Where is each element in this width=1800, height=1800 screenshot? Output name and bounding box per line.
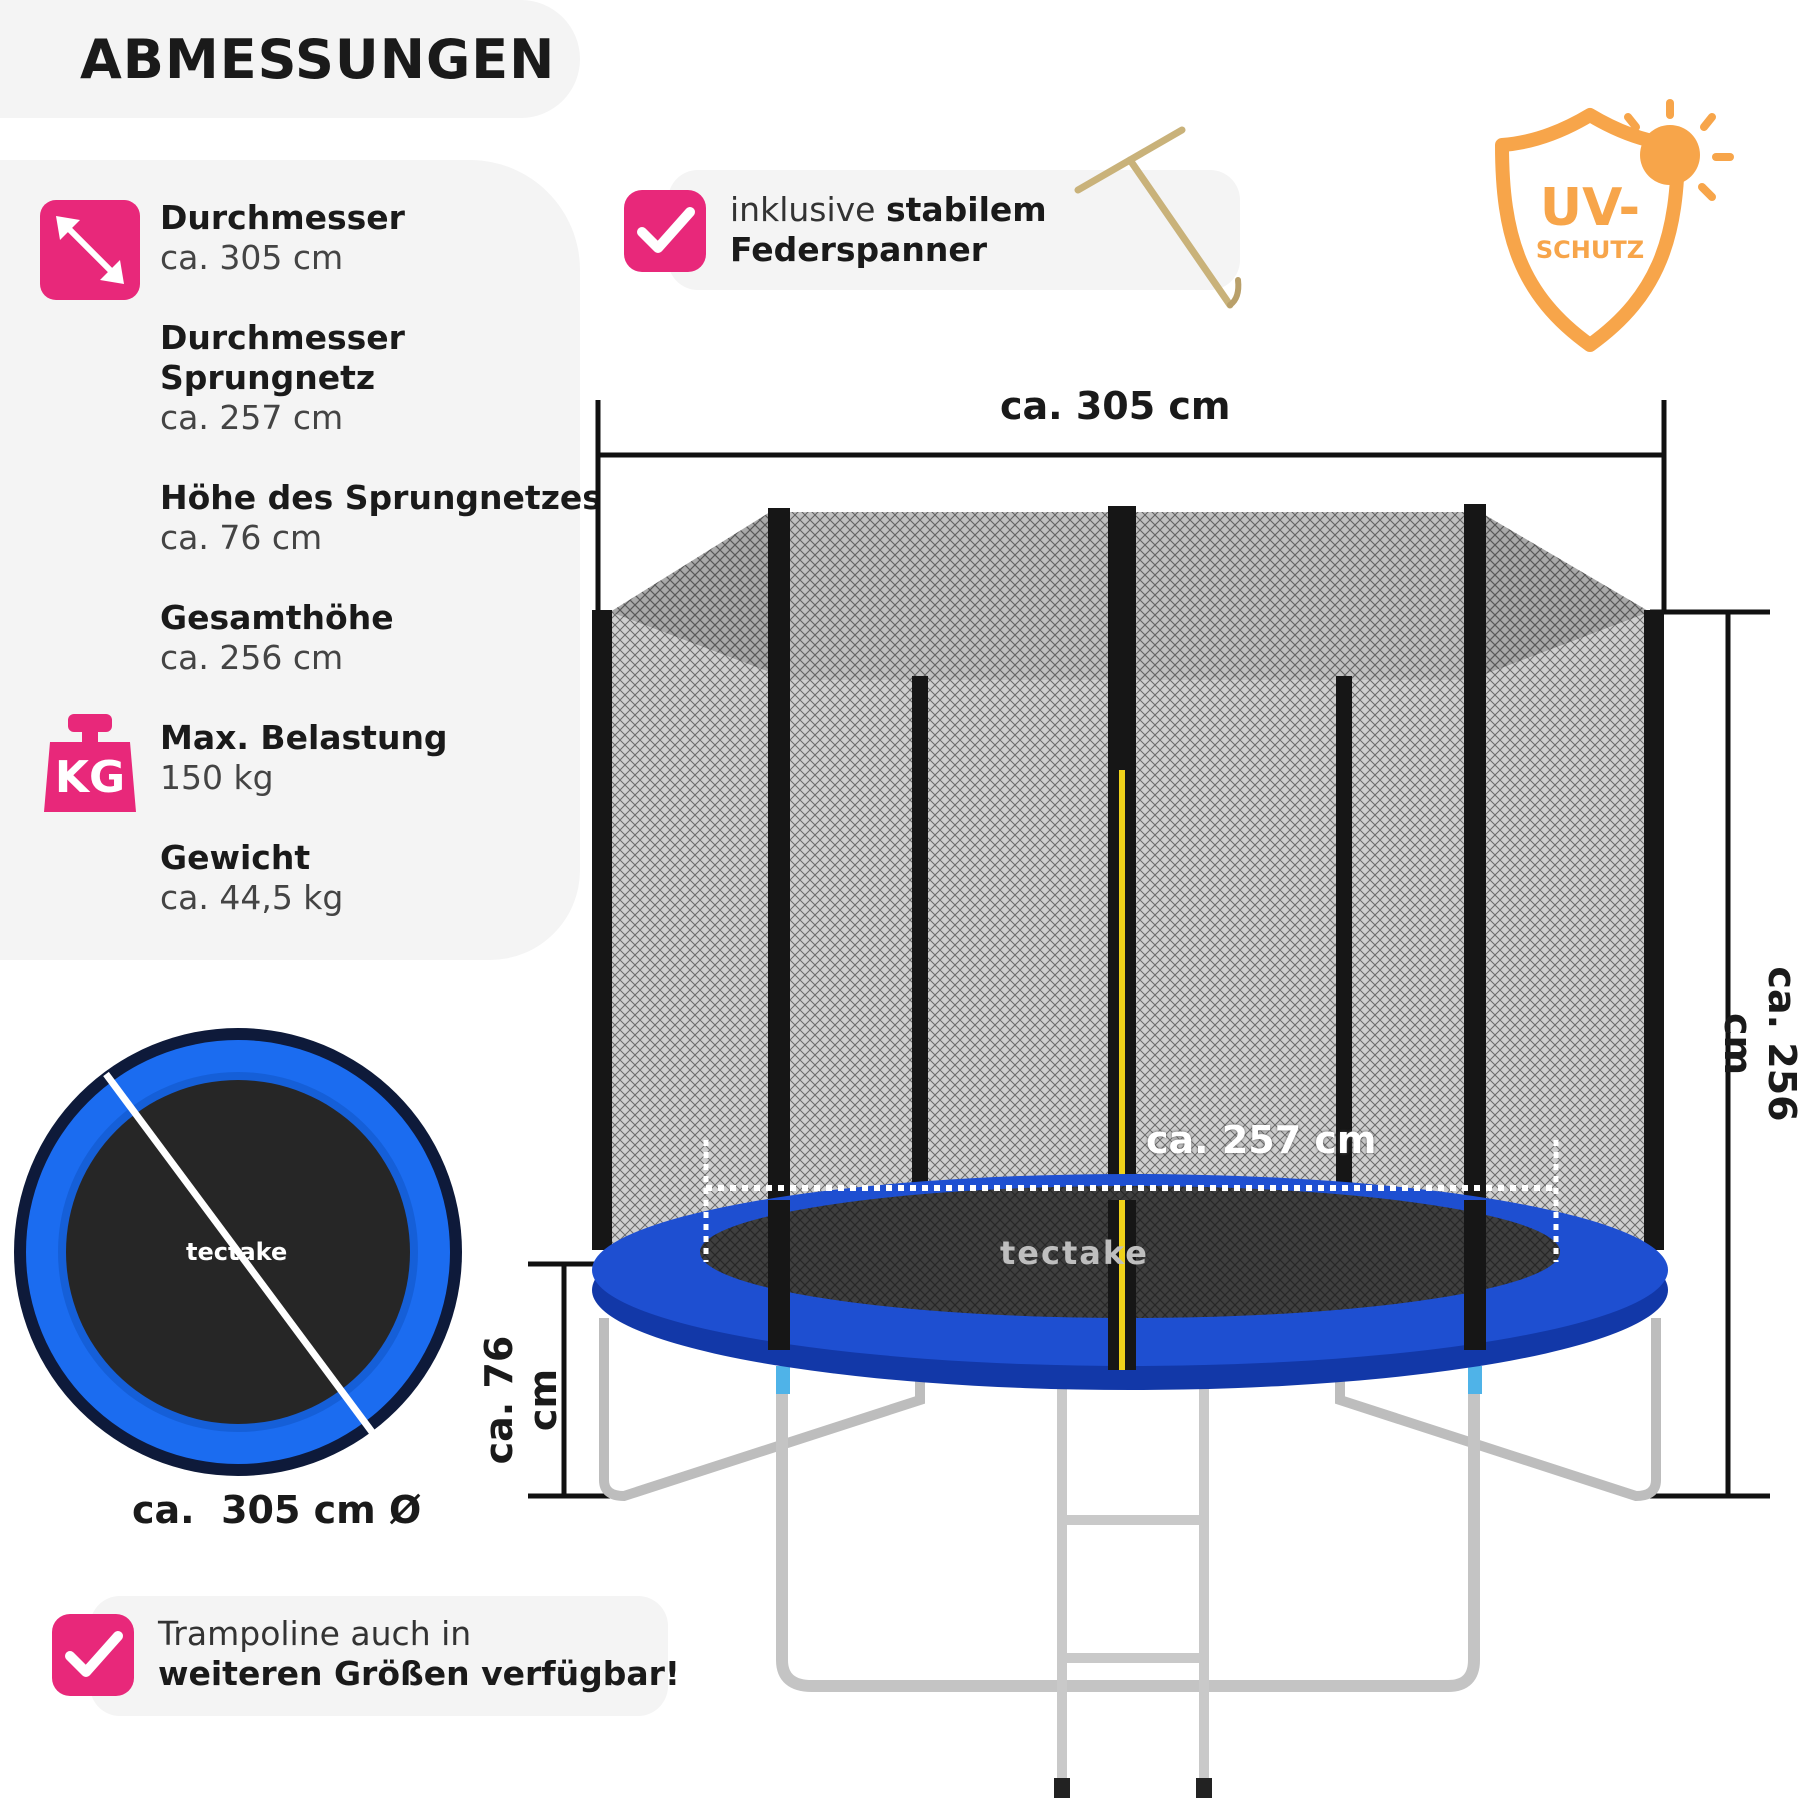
spec-max-load-label: Max. Belastung: [160, 718, 448, 757]
spring-tool-icon: [1074, 126, 1242, 309]
spec-net-height-value: ca. 76 cm: [160, 518, 323, 557]
checkmark-icon: [624, 190, 706, 272]
spec-mat-diameter: Durchmesser Sprungnetz ca. 257 cm: [160, 318, 405, 438]
sizes-note-pill: [90, 1596, 668, 1716]
spec-weight: Gewicht ca. 44,5 kg: [160, 838, 343, 918]
spec-net-height: Höhe des Sprungnetzes ca. 76 cm: [160, 478, 602, 558]
spec-diameter-value: ca. 305 cm: [160, 238, 344, 277]
weight-icon-text: KG: [54, 752, 126, 803]
uv-badge-line2: SCHUTZ: [1535, 236, 1645, 264]
spec-weight-value: ca. 44,5 kg: [160, 878, 344, 917]
tool-note-pill: [668, 170, 1240, 290]
tool-note-text: inklusive stabilem Federspanner: [730, 190, 1047, 270]
spec-total-height-label: Gesamthöhe: [160, 598, 394, 637]
page-title: ABMESSUNGEN: [80, 28, 556, 91]
height-dimension-label: ca. 256 cm: [1716, 966, 1800, 1122]
leg-dimension-label: ca. 76 cm: [477, 1335, 565, 1465]
circle-diameter-label: ca. 305 cm Ø: [132, 1488, 422, 1532]
side-view-logo: tectake: [1000, 1234, 1149, 1272]
uv-badge-line1: UV-: [1539, 178, 1641, 238]
tool-note-prefix: inklusive: [730, 190, 886, 229]
width-dimension-label: ca. 305 cm: [1000, 384, 1231, 428]
sizes-note-line2: weiteren Größen verfügbar!: [158, 1654, 680, 1693]
spec-max-load: Max. Belastung 150 kg: [160, 718, 448, 798]
spec-mat-value: ca. 257 cm: [160, 398, 344, 437]
spec-mat-label-1: Durchmesser: [160, 318, 405, 357]
spec-total-height-value: ca. 256 cm: [160, 638, 344, 677]
sizes-note-text: Trampoline auch in weiteren Größen verfü…: [158, 1614, 680, 1694]
spec-max-load-value: 150 kg: [160, 758, 274, 797]
top-view-logo: tectake: [186, 1238, 288, 1266]
spec-diameter-label: Durchmesser: [160, 198, 405, 237]
uv-shield-icon: [1495, 99, 1734, 352]
tool-note-bold1: stabilem: [885, 190, 1047, 229]
spec-net-height-label: Höhe des Sprungnetzes: [160, 478, 602, 517]
sizes-note-line1: Trampoline auch in: [158, 1614, 472, 1653]
spec-diameter: Durchmesser ca. 305 cm: [160, 198, 405, 278]
title-panel: [0, 0, 580, 118]
weight-icon: KG: [40, 712, 140, 814]
spec-weight-label: Gewicht: [160, 838, 311, 877]
checkmark-icon-bottom: [52, 1614, 134, 1696]
spec-mat-label-2: Sprungnetz: [160, 358, 376, 397]
mat-dimension-label: ca. 257 cm: [1146, 1118, 1377, 1162]
diameter-icon: [40, 200, 140, 300]
spec-total-height: Gesamthöhe ca. 256 cm: [160, 598, 394, 678]
tool-note-bold2: Federspanner: [730, 230, 988, 269]
trampoline-top-view: [14, 1028, 462, 1476]
